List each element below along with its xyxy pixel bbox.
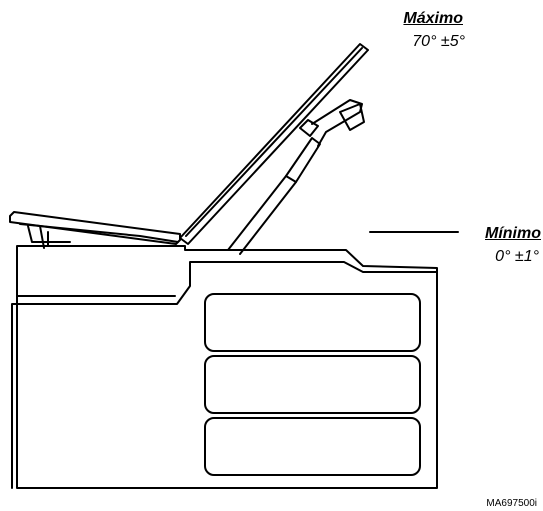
cabinet-body [16, 245, 438, 489]
cabinet-front-panel [11, 261, 438, 489]
backrest-inner-edge [185, 47, 363, 237]
minimum-angle-title: Mínimo [485, 225, 541, 242]
headrest-knob [339, 103, 365, 131]
backrest-panel [179, 43, 369, 245]
gas-spring [227, 175, 297, 255]
drawer-bottom [204, 417, 421, 476]
gas-spring-rod [285, 137, 321, 183]
foot-bracket [27, 225, 71, 249]
maximum-angle-title: Máximo [403, 10, 463, 27]
minimum-angle-value: 0° ±1° [495, 248, 539, 265]
maximum-angle-value: 70° ±5° [412, 33, 465, 50]
hinge-link [299, 119, 319, 137]
foot-cushion [9, 211, 181, 245]
drawer-top [204, 293, 421, 352]
drawer-middle [204, 355, 421, 414]
figure-reference-code: MA697500i [486, 498, 537, 509]
